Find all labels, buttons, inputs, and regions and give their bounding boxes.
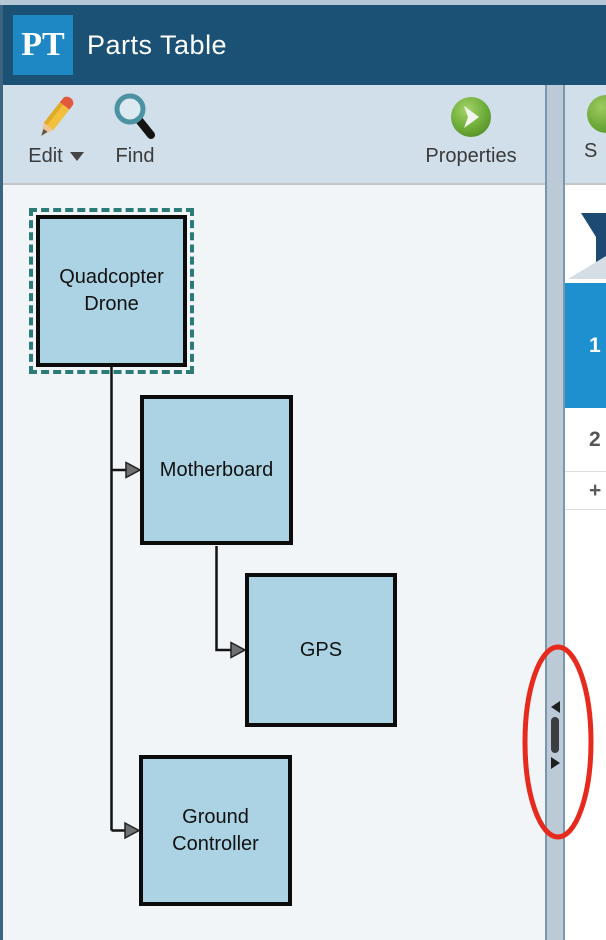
find-label: Find <box>115 145 155 167</box>
diagram-canvas[interactable]: Quadcopter Drone Motherboard GPS Ground … <box>3 187 545 940</box>
diagram-node-ground-controller[interactable]: Ground Controller <box>139 755 292 906</box>
diagram-node-gps[interactable]: GPS <box>245 573 397 727</box>
panel-splitter[interactable] <box>545 85 565 940</box>
magnifying-glass-icon <box>111 91 159 143</box>
app-logo: PT <box>13 15 73 75</box>
app-header: PT Parts Table <box>0 5 606 85</box>
parts-table-panel: S 1 2 + <box>565 85 606 940</box>
row-number: 2 <box>589 427 601 451</box>
funnel-filter-icon <box>568 213 606 279</box>
panel-toolbar-label: S <box>584 140 598 162</box>
table-row-2[interactable]: 2 <box>565 408 606 472</box>
window-left-border <box>0 5 3 940</box>
find-button[interactable]: Find <box>106 91 164 179</box>
window-top-strip <box>0 0 606 5</box>
pencil-icon <box>34 91 78 143</box>
green-circle-icon[interactable] <box>587 95 606 133</box>
edit-label: Edit <box>28 145 63 167</box>
diagram-node-quadcopter-drone[interactable]: Quadcopter Drone <box>29 208 194 374</box>
main-toolbar: Edit Find <box>0 85 548 185</box>
add-row-plus-icon: + <box>589 478 602 502</box>
chevron-down-icon <box>69 152 84 161</box>
table-filter-header[interactable] <box>565 187 606 283</box>
edit-button[interactable]: Edit <box>16 91 96 179</box>
green-play-circle-icon <box>449 91 493 143</box>
diagram-node-motherboard[interactable]: Motherboard <box>140 395 293 545</box>
panel-toolbar: S <box>565 85 606 185</box>
properties-label: Properties <box>425 145 517 167</box>
collapse-left-arrow-icon[interactable] <box>551 701 560 713</box>
table-add-row[interactable]: + <box>565 472 606 510</box>
app-title: Parts Table <box>87 29 228 60</box>
splitter-drag-handle[interactable] <box>551 717 559 753</box>
expand-right-arrow-icon[interactable] <box>551 757 560 769</box>
table-row-1[interactable]: 1 <box>565 283 606 408</box>
properties-button[interactable]: Properties <box>416 91 526 179</box>
row-number: 1 <box>589 333 601 357</box>
